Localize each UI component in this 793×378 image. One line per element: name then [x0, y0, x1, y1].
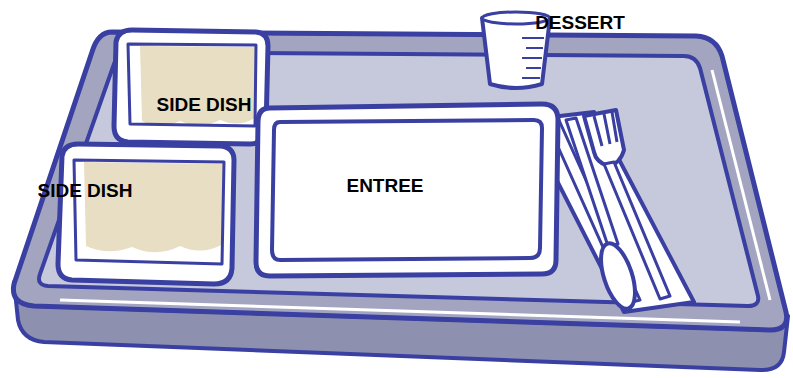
side-dish-bowl-line [140, 46, 256, 126]
spoon-bowl [594, 239, 642, 312]
side-dish-bowl-line [58, 144, 234, 284]
tray-highlight [712, 70, 770, 300]
lunch-tray [13, 32, 788, 370]
tray-rim [13, 32, 786, 330]
entree-plate-line [272, 120, 542, 260]
side-dish-bowl-line [74, 160, 224, 264]
side-dish-bowl: SIDE DISH [52, 140, 242, 290]
side-dish-bowl-outline [110, 28, 272, 148]
compartment-label: DESSERT [535, 13, 625, 32]
side-dish-bowl: SIDE DISH [110, 28, 272, 148]
side-dish-bowl-outline [52, 140, 242, 290]
compartment-label: SIDE DISH [156, 95, 251, 114]
side-dish-bowl-line [84, 162, 224, 252]
entree-plate-line [256, 104, 558, 276]
entree-plate: ENTREE [250, 100, 565, 280]
side-dish-bowl-line [114, 30, 268, 144]
compartment-label: SIDE DISH [37, 181, 132, 200]
dessert-cup: DESSERT [478, 8, 554, 90]
side-dish-bowl-line [128, 44, 256, 126]
fork-tines [594, 112, 617, 146]
compartment-label: ENTREE [346, 176, 423, 195]
fork-handle [604, 162, 670, 299]
fork-head [584, 110, 624, 166]
dessert-cup-line [522, 38, 544, 78]
